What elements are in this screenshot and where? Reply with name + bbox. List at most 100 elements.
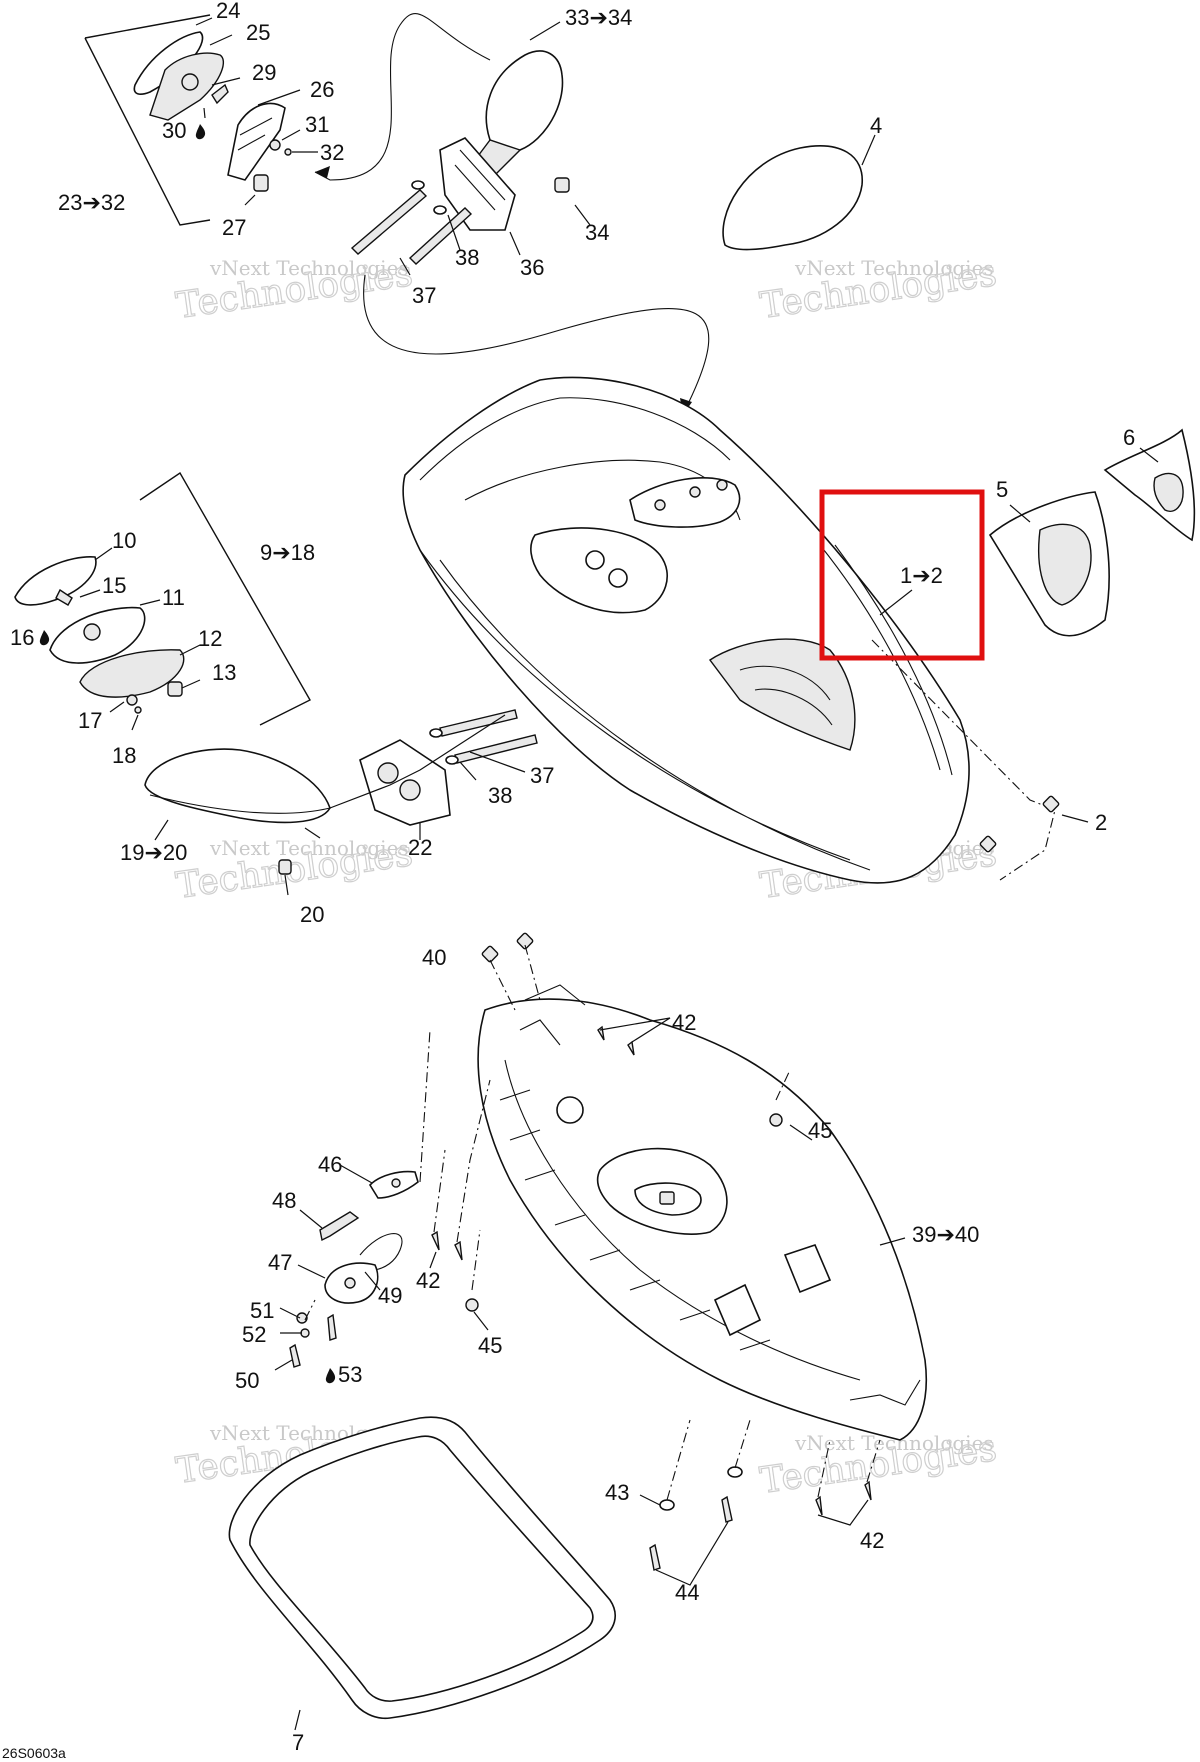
tub-latch (659, 1191, 675, 1205)
screw-42f (864, 1480, 872, 1501)
callout-39-40: 39➔40 (912, 1222, 979, 1247)
callout-15: 15 (102, 573, 126, 598)
callout-29: 29 (252, 60, 276, 85)
callout-4: 4 (870, 113, 882, 138)
svg-text:vNext Technologies: vNext Technologies (794, 256, 994, 280)
screw-42b (627, 1040, 635, 1056)
hood-outline (402, 376, 970, 884)
seal-7-inner (249, 1435, 594, 1702)
spring-17 (126, 694, 138, 706)
tub-inner-rim (504, 1059, 861, 1381)
dash-45 (471, 1069, 791, 1291)
bracket-26 (227, 102, 286, 181)
leader-lines-mid-left (79, 547, 201, 731)
callout-53: 53 (338, 1362, 362, 1387)
callout-31: 31 (305, 112, 329, 137)
clip-2b (979, 835, 997, 853)
tub-mount-b (783, 1244, 832, 1294)
callout-45-right: 45 (808, 1118, 832, 1143)
callout-33-34: 33➔34 (565, 5, 632, 30)
hood-hole-a (585, 550, 605, 570)
screw-29 (211, 83, 229, 105)
assembly-arrow-33 (314, 13, 491, 181)
dash-42-left (433, 1079, 491, 1243)
mirror-head-33 (485, 50, 564, 153)
callout-50: 50 (235, 1368, 259, 1393)
watermark-bottom-right: vNext Technologies Technologies (757, 1428, 1000, 1503)
screw-42a (597, 1025, 605, 1041)
spring-49 (359, 1233, 403, 1271)
hood-vent-a (654, 499, 666, 511)
washer-38d (445, 755, 459, 765)
group-bracket-23-32 (84, 14, 211, 226)
callout-labels: 24 25 29 26 30 31 32 23➔32 27 33➔34 34 3… (10, 0, 1135, 1755)
bracket-26-detail (237, 117, 273, 151)
callout-11: 11 (162, 585, 185, 610)
callout-20: 20 (300, 902, 324, 927)
dash-lower (666, 1419, 881, 1501)
leader-2 (1061, 814, 1089, 823)
panel-5-recess (1038, 523, 1092, 606)
mount-22-hole-a (377, 762, 399, 784)
hood-front-cavity (708, 638, 856, 751)
callout-40: 40 (422, 945, 446, 970)
callout-49: 49 (378, 1283, 402, 1308)
callout-52: 52 (242, 1322, 266, 1347)
callout-2: 2 (1095, 810, 1107, 835)
callout-27: 27 (222, 215, 246, 240)
cover-4 (722, 134, 876, 251)
hood-hole-b (608, 568, 628, 588)
leader-7 (294, 1709, 301, 1731)
panel-6-recess (1153, 472, 1184, 512)
tub-top-latch (519, 984, 586, 1046)
tub-ribs (499, 1089, 771, 1351)
latch-body-47-pin (344, 1277, 356, 1289)
nut-45a (769, 1113, 783, 1127)
callout-38-top: 38 (455, 245, 479, 270)
panel-5 (988, 491, 1110, 637)
ball-32 (284, 148, 292, 156)
seal-7 (228, 1416, 616, 1731)
watermark-mid-left: vNext Technologies Technologies (173, 833, 416, 908)
callout-42-left: 42 (416, 1268, 440, 1293)
screw-15 (55, 588, 73, 606)
callout-17: 17 (78, 708, 102, 733)
washer-38a (411, 180, 425, 190)
tub-lower-hardware (639, 1419, 881, 1586)
clip-2 (1042, 795, 1060, 813)
group-bracket-9-18 (139, 471, 311, 726)
callout-32: 32 (320, 140, 344, 165)
callout-24: 24 (216, 0, 240, 23)
callout-47: 47 (268, 1250, 292, 1275)
svg-text:vNext Technologies: vNext Technologies (209, 256, 409, 280)
callout-22: 22 (408, 835, 432, 860)
callout-45-left: 45 (478, 1333, 502, 1358)
callout-7: 7 (292, 1730, 304, 1755)
panel-6-shape (1103, 428, 1196, 542)
latch-plate-46-hole (391, 1178, 401, 1188)
washer-52 (300, 1328, 310, 1338)
left-mirror-assembly-mid (14, 471, 311, 731)
callout-36: 36 (520, 255, 544, 280)
dash-latch (304, 1029, 431, 1321)
mirror-mount-36 (439, 137, 516, 231)
screw-42e (815, 1495, 823, 1516)
screw-50 (289, 1343, 301, 1368)
clip-40a (481, 945, 499, 963)
hood-lower-edge (419, 549, 871, 871)
cover-4-shape (722, 145, 863, 251)
callout-10: 10 (112, 528, 136, 553)
mirror-assembly-19-20 (144, 709, 538, 896)
mirror-head-19-edge (149, 794, 331, 814)
callout-6: 6 (1123, 425, 1135, 450)
leader-lines-latch (274, 1164, 381, 1371)
washer-38c (429, 728, 443, 738)
screw-44a (649, 1543, 661, 1571)
bolt-37b (408, 207, 473, 265)
screw-44b (721, 1495, 733, 1523)
leader-lines-top-left (195, 17, 318, 206)
callout-44: 44 (675, 1580, 699, 1605)
callout-46: 46 (318, 1152, 342, 1177)
callout-37-mid: 37 (530, 763, 554, 788)
